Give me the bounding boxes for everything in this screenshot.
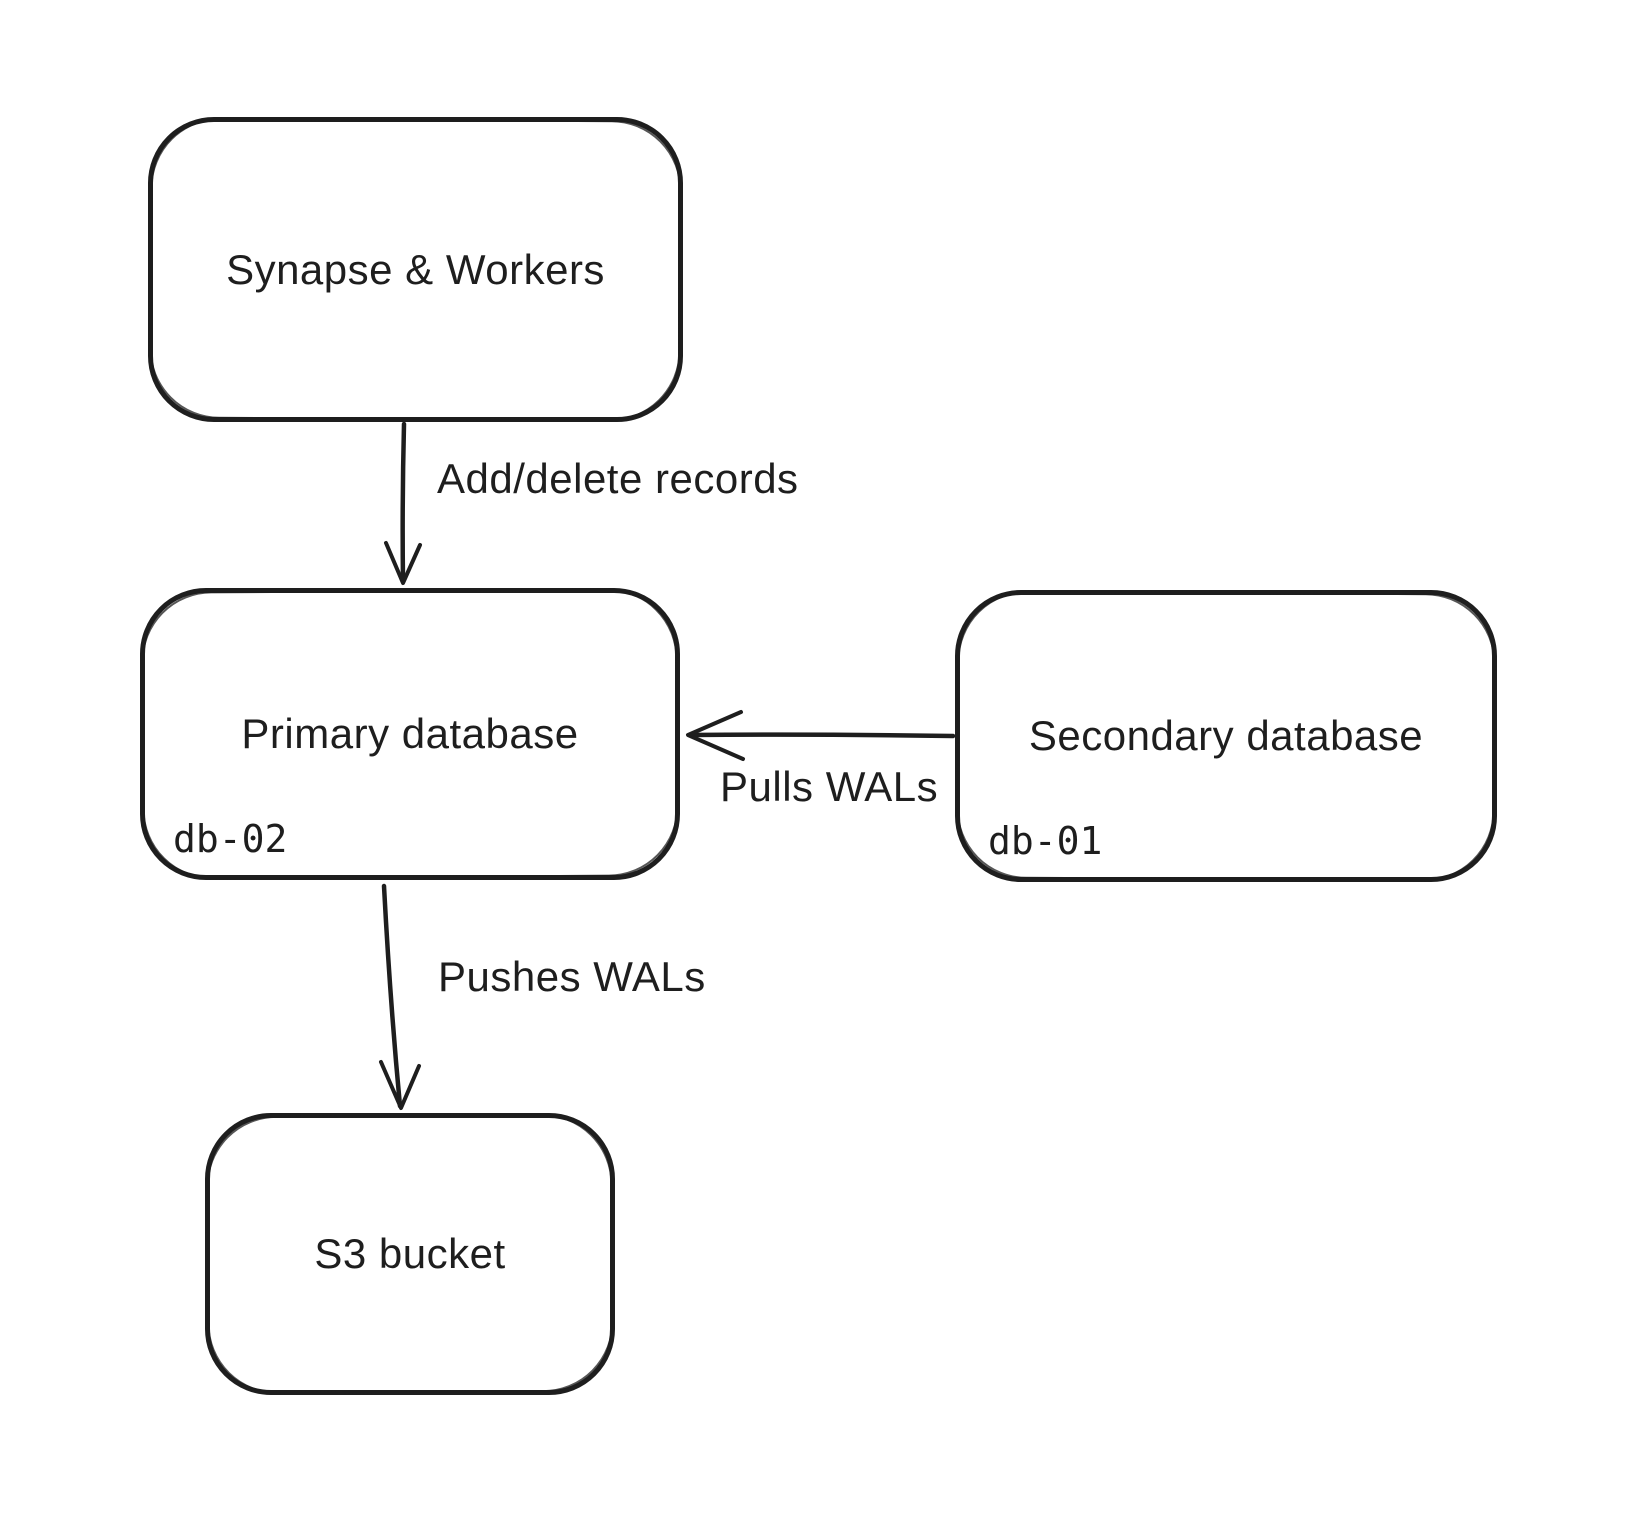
- node-secondary-database: Secondary database db-01: [955, 590, 1497, 882]
- arrow-synapse-to-primary: [384, 421, 422, 585]
- node-secondary-database-hostname: db-01: [988, 819, 1103, 863]
- arrow-secondary-to-primary: [686, 710, 956, 761]
- node-primary-database-hostname: db-02: [173, 817, 288, 861]
- node-synapse-workers-label: Synapse & Workers: [226, 245, 605, 293]
- arrow-primary-to-s3: [379, 883, 421, 1110]
- node-secondary-database-label: Secondary database: [1028, 712, 1424, 759]
- node-synapse-workers: Synapse & Workers: [148, 117, 683, 422]
- edge-label-pulls-wals: Pulls WALs: [720, 763, 939, 810]
- node-primary-database: Primary database db-02: [140, 588, 680, 880]
- node-s3-bucket-label: S3 bucket: [314, 1230, 506, 1277]
- node-s3-bucket: S3 bucket: [205, 1113, 615, 1395]
- node-primary-database-label: Primary database: [241, 710, 579, 757]
- edge-label-add-delete-records: Add/delete records: [437, 455, 799, 502]
- edge-label-pushes-wals: Pushes WALs: [438, 953, 706, 1000]
